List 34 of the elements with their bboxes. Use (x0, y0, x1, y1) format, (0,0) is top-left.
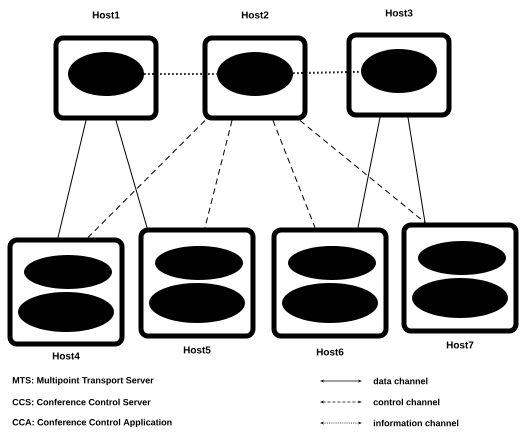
ellipse (155, 246, 243, 280)
legend-note: CCS: Conference Control Server (12, 398, 151, 406)
node-label: Host2 (242, 11, 268, 19)
node-label: Host5 (184, 346, 211, 354)
connector (358, 117, 380, 228)
ellipse (361, 49, 437, 93)
ellipse (418, 241, 506, 275)
legend-label: control channel (374, 398, 440, 406)
ellipse (24, 255, 112, 289)
ellipse (149, 283, 245, 323)
connector (408, 117, 426, 223)
ellipse (412, 278, 508, 318)
ellipse (288, 246, 376, 280)
legend-note: MTS: Multipoint Transport Server (12, 376, 154, 386)
node-label: Host4 (52, 352, 80, 360)
connector (272, 120, 316, 228)
node-label: Host1 (92, 12, 120, 18)
legend-label: information channel (374, 420, 458, 426)
node-label: Host3 (386, 9, 412, 17)
connector (88, 120, 206, 238)
legend-note: CCA: Conference Control Application (12, 418, 172, 428)
legend-label: data channel (374, 378, 428, 384)
connector (300, 120, 426, 223)
connector (293, 70, 361, 74)
ellipse (68, 52, 144, 96)
connector (58, 120, 86, 238)
node-label: Host6 (316, 348, 344, 356)
node-label: Host7 (446, 342, 474, 348)
ellipse (18, 292, 114, 332)
connector (116, 120, 148, 228)
connector (144, 73, 217, 75)
ellipse (217, 52, 293, 96)
connector (204, 120, 232, 228)
ellipse (282, 283, 378, 323)
